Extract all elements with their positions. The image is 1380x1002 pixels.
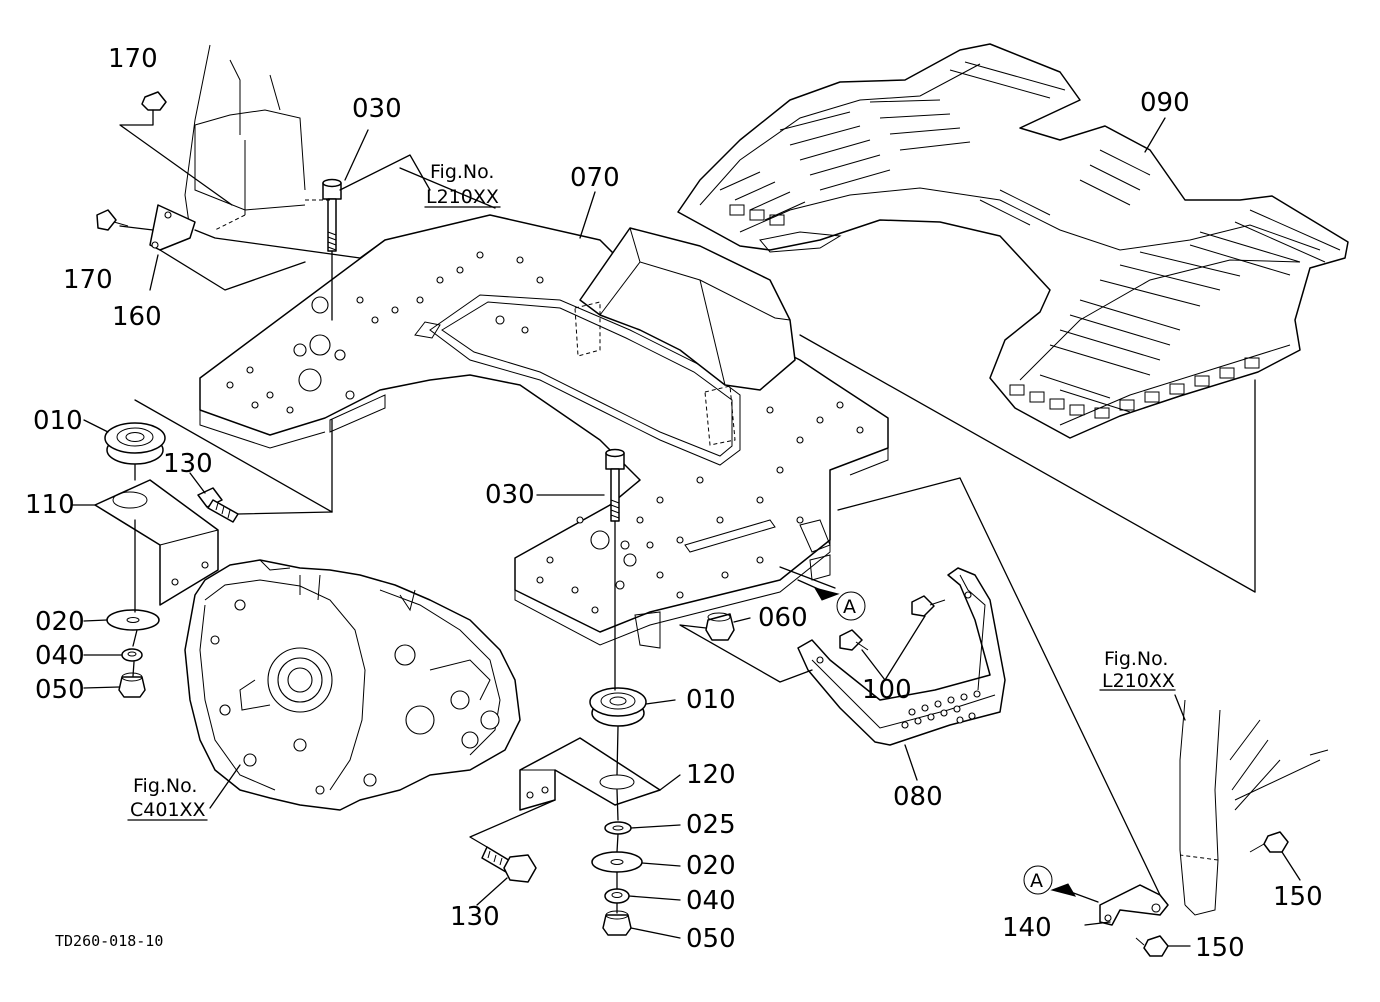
bolt-150-lower <box>1135 935 1169 957</box>
label-140: 140 <box>1002 913 1052 943</box>
view-marker-right: A <box>1030 870 1043 892</box>
label-070: 070 <box>570 163 620 193</box>
label-050-left: 050 <box>35 675 85 705</box>
fig-ref-top-title: Fig.No. <box>430 161 494 183</box>
label-090: 090 <box>1140 88 1190 118</box>
view-marker-center: A <box>843 596 856 618</box>
washer-025 <box>604 821 632 835</box>
bolt-030-upper <box>322 178 342 252</box>
label-150-upper: 150 <box>1273 882 1323 912</box>
label-040-left: 040 <box>35 641 85 671</box>
bolt-100-b <box>911 595 946 617</box>
drawing-code: TD260-018-10 <box>55 932 163 950</box>
fig-ref-top-code: L210XX <box>426 186 499 208</box>
bolt-100-a <box>839 629 869 651</box>
nut-040-center <box>604 888 630 904</box>
fender-panel-top-left <box>184 44 330 231</box>
label-120: 120 <box>686 760 736 790</box>
fig-ref-right-code: L210XX <box>1102 670 1175 692</box>
nut-050-center <box>602 910 632 936</box>
tunnel-cover <box>574 227 796 446</box>
view-arrow-right <box>1023 865 1099 903</box>
transmission-housing <box>184 559 521 811</box>
rubber-mount-010-left <box>104 422 166 465</box>
fig-ref-right-title: Fig.No. <box>1104 648 1168 670</box>
washer-020-left <box>106 609 160 631</box>
label-170-bottom: 170 <box>63 265 113 295</box>
label-110: 110 <box>25 490 75 520</box>
label-100: 100 <box>862 675 912 705</box>
bracket-140 <box>1099 884 1169 926</box>
leader-lines <box>71 109 1301 947</box>
bolt-130-upper <box>197 487 239 523</box>
footrest-080 <box>797 567 1006 746</box>
label-150-lower: 150 <box>1195 933 1245 963</box>
bolt-030-lower <box>605 448 625 522</box>
fender-panel-bottom-right <box>1179 699 1329 916</box>
label-030-lower: 030 <box>485 480 535 510</box>
bracket-160 <box>149 204 196 251</box>
label-060: 060 <box>758 603 808 633</box>
fig-ref-transmission-title: Fig.No. <box>133 775 197 797</box>
view-arrow-center <box>797 579 866 621</box>
label-050-center: 050 <box>686 924 736 954</box>
label-130-lower: 130 <box>450 902 500 932</box>
bolt-130-lower <box>481 846 537 883</box>
nut-050-left <box>118 672 146 698</box>
bolt-170-top <box>141 91 167 120</box>
label-130-upper: 130 <box>163 449 213 479</box>
washer-020-center <box>591 851 643 873</box>
label-010-left: 010 <box>33 406 83 436</box>
label-160: 160 <box>112 302 162 332</box>
label-170-top: 170 <box>108 44 158 74</box>
nut-040-left <box>121 648 143 662</box>
label-030-upper: 030 <box>352 94 402 124</box>
label-010-center: 010 <box>686 685 736 715</box>
bolt-170-bottom <box>96 209 129 231</box>
bolt-150-upper <box>1249 831 1289 853</box>
label-020-center: 020 <box>686 851 736 881</box>
label-020-left: 020 <box>35 607 85 637</box>
label-080: 080 <box>893 782 943 812</box>
fig-ref-transmission-code: C401XX <box>130 799 206 821</box>
plug-060 <box>705 612 735 641</box>
label-025: 025 <box>686 810 736 840</box>
floor-mat-090 <box>677 43 1349 439</box>
bracket-110 <box>94 479 219 606</box>
label-040-center: 040 <box>686 886 736 916</box>
rubber-mount-010-center <box>589 687 647 727</box>
bracket-120 <box>519 737 661 811</box>
